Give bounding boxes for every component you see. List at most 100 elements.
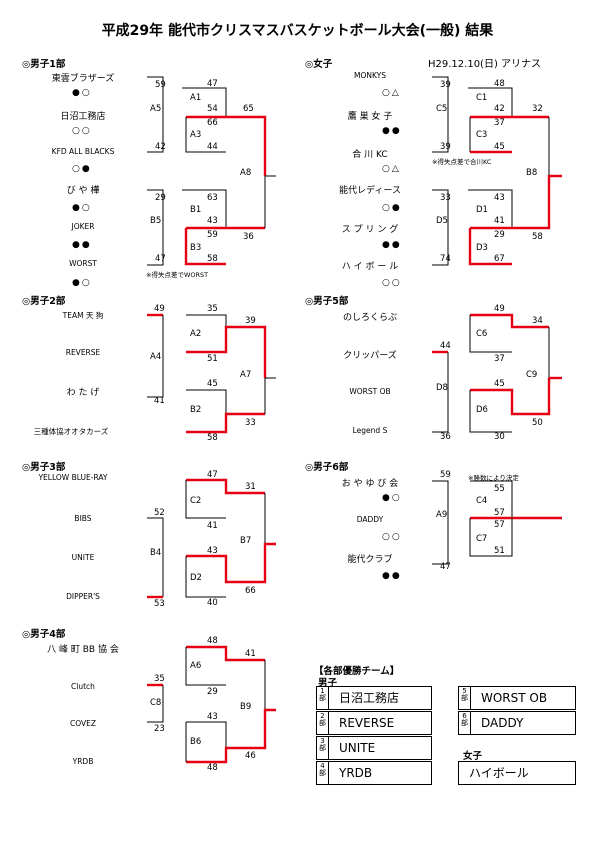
winner-row: 6部 DADDY xyxy=(458,711,576,735)
division-number: 4部 xyxy=(317,762,329,784)
score: 39 xyxy=(245,316,256,326)
team-name: 能代クラブ xyxy=(347,555,393,565)
date-venue: H29.12.10(日) アリナス xyxy=(428,59,542,70)
score: 40 xyxy=(207,598,218,608)
score: 47 xyxy=(155,254,166,264)
score: 41 xyxy=(154,396,165,406)
game-code: B1 xyxy=(190,205,202,215)
game-code: D5 xyxy=(436,216,448,226)
score: 48 xyxy=(494,79,505,89)
score: 44 xyxy=(440,341,451,351)
game-code: A9 xyxy=(436,510,448,520)
winner-team: UNITE xyxy=(339,741,376,755)
score: 36 xyxy=(440,432,451,442)
result-marks: ●● xyxy=(382,571,402,581)
game-code: B5 xyxy=(150,216,162,226)
score: 58 xyxy=(207,254,218,264)
score: 66 xyxy=(245,586,256,596)
game-code: A7 xyxy=(240,370,252,380)
team-name: ハ イ ボ ー ル xyxy=(341,262,399,272)
score: 43 xyxy=(207,712,218,722)
score: 39 xyxy=(440,142,451,152)
score: 29 xyxy=(207,687,218,697)
team-name: DADDY xyxy=(356,515,384,524)
score: 67 xyxy=(494,254,505,264)
score: 31 xyxy=(245,482,256,492)
result-marks: ○△ xyxy=(382,164,401,174)
game-code: A3 xyxy=(190,130,202,140)
score: 55 xyxy=(494,484,505,494)
game-code: B6 xyxy=(190,737,202,747)
score: 45 xyxy=(494,379,505,389)
score: 35 xyxy=(207,304,218,314)
section-men-4-label: ◎男子4部 xyxy=(22,629,66,640)
result-marks: ○△ xyxy=(382,88,401,98)
score: 74 xyxy=(440,254,451,264)
result-marks: ●○ xyxy=(72,203,92,213)
score: 51 xyxy=(207,354,218,364)
team-name: REVERSE xyxy=(65,348,101,357)
score: 43 xyxy=(207,546,218,556)
bracket-men-5 xyxy=(432,313,562,433)
team-name: WORST OB xyxy=(349,387,391,396)
team-name: び や 樺 xyxy=(66,186,100,196)
winner-row: 3部 UNITE xyxy=(316,736,432,760)
score: 59 xyxy=(155,80,166,90)
team-name: COVEZ xyxy=(69,719,96,728)
winners-men-label: 男子 xyxy=(318,678,338,689)
bracket-men-1 xyxy=(147,76,276,266)
game-code: A2 xyxy=(190,329,202,339)
section-men-3-label: ◎男子3部 xyxy=(22,462,66,473)
score: 29 xyxy=(494,230,505,240)
game-code: C4 xyxy=(476,496,488,506)
score: 34 xyxy=(532,316,543,326)
winner-team: REVERSE xyxy=(339,716,395,730)
result-marks: ●● xyxy=(382,240,402,250)
winner-row: 4部 YRDB xyxy=(316,761,432,785)
score: 32 xyxy=(532,104,543,114)
score: 59 xyxy=(440,470,451,480)
score: 65 xyxy=(243,104,254,114)
team-name: DIPPER'S xyxy=(66,592,100,601)
score: 49 xyxy=(154,304,165,314)
score: 57 xyxy=(494,520,505,530)
game-code: B9 xyxy=(240,702,252,712)
game-code: A6 xyxy=(190,661,202,671)
team-name: BIBS xyxy=(74,514,92,523)
score: 43 xyxy=(207,216,218,226)
game-code: C7 xyxy=(476,534,488,544)
section-men-5-label: ◎男子5部 xyxy=(305,296,349,307)
game-code: A5 xyxy=(150,104,162,114)
game-code: B3 xyxy=(190,243,202,253)
team-name: YRDB xyxy=(72,757,94,766)
winner-team: YRDB xyxy=(339,766,373,780)
team-name: Clutch xyxy=(71,682,95,691)
team-name: YELLOW BLUE-RAY xyxy=(38,473,108,482)
score: 50 xyxy=(532,418,543,428)
score: 47 xyxy=(207,79,218,89)
result-marks: ○○ xyxy=(72,126,92,136)
score: 39 xyxy=(440,80,451,90)
score: 33 xyxy=(440,193,451,203)
division-number: 2部 xyxy=(317,712,329,734)
game-code: D3 xyxy=(476,243,488,253)
score: 57 xyxy=(494,508,505,518)
section-men-1-label: ◎男子1部 xyxy=(22,59,66,70)
winner-team: ハイボール xyxy=(469,766,529,780)
game-code: C8 xyxy=(150,698,162,708)
score: 53 xyxy=(154,599,165,609)
score: 37 xyxy=(494,118,505,128)
game-code: C6 xyxy=(476,329,488,339)
team-name: 能代レディース xyxy=(339,186,401,196)
score: 46 xyxy=(245,751,256,761)
game-code: D2 xyxy=(190,573,202,583)
division-number: 6部 xyxy=(459,712,471,734)
score: 36 xyxy=(243,232,254,242)
bracket-men-4 xyxy=(147,645,276,764)
game-code: D6 xyxy=(476,405,488,415)
winner-row-women: ハイボール xyxy=(458,761,576,785)
team-name: 東雲ブラザーズ xyxy=(51,74,115,84)
team-name: お や ゆ び 会 xyxy=(341,479,399,489)
team-name: のしろくらぶ xyxy=(342,313,397,323)
score: 49 xyxy=(494,304,505,314)
